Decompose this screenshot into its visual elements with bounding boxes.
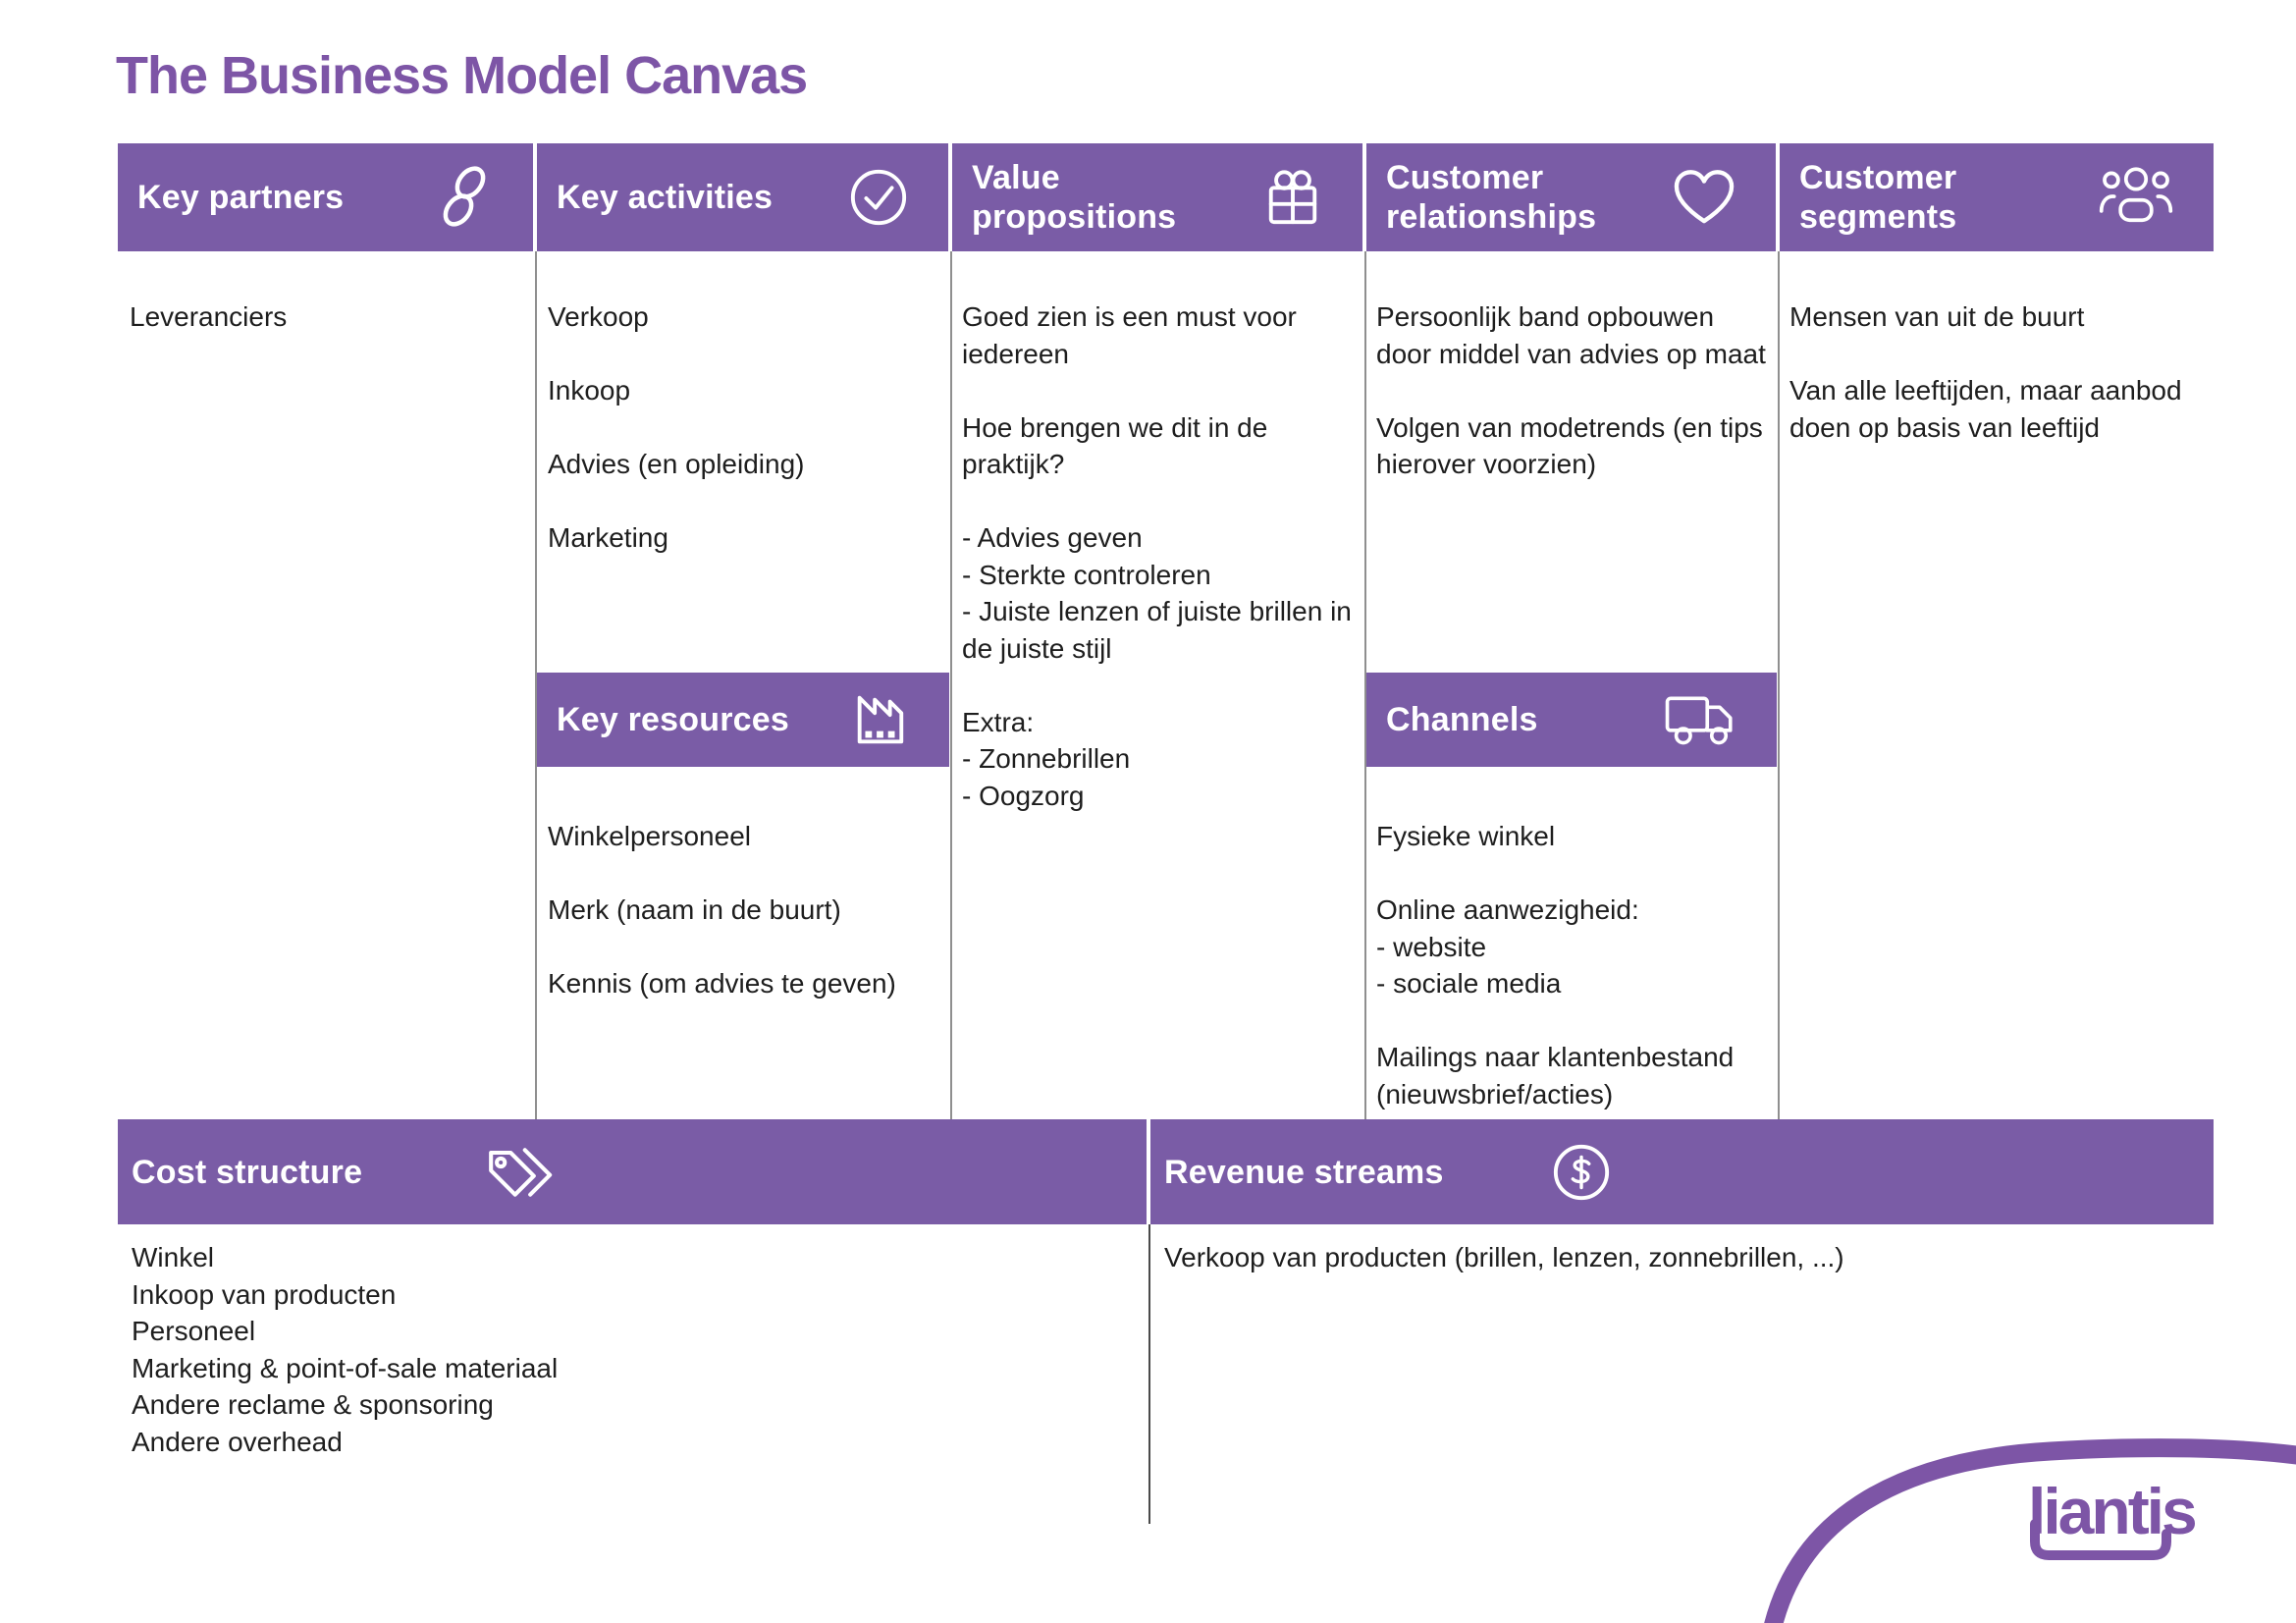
key-resources-label: Key resources: [557, 701, 789, 738]
customer-relationships-content: Persoonlijk band opbouwen door middel va…: [1376, 301, 1766, 479]
key-partners-header: Key partners: [118, 143, 533, 251]
value-propositions-header: Value propositions: [952, 143, 1362, 251]
key-partners-label: Key partners: [137, 179, 345, 216]
dollar-circle-icon: [1551, 1142, 1612, 1203]
revenue-streams-label: Revenue streams: [1164, 1153, 1444, 1191]
channels-label: Channels: [1386, 701, 1538, 738]
people-icon: [2098, 167, 2174, 228]
cost-structure-header: Cost structure: [118, 1119, 1147, 1224]
column-divider: [1778, 251, 1780, 1119]
column-divider: [950, 251, 952, 1119]
cost-structure-label: Cost structure: [132, 1153, 363, 1191]
channels-content: Fysieke winkel Online aanwezigheid: - we…: [1376, 821, 1735, 1109]
customer-relationships-header: Customer relationships: [1366, 143, 1776, 251]
value-propositions-label: Value propositions: [972, 159, 1177, 236]
key-activities-header: Key activities: [537, 143, 948, 251]
link-icon: [435, 161, 494, 234]
channels-header: Channels: [1366, 673, 1777, 767]
heart-icon: [1672, 168, 1736, 227]
gift-icon: [1262, 168, 1323, 227]
key-resources-content: Winkelpersoneel Merk (naam in de buurt) …: [548, 821, 896, 999]
revenue-streams-header: Revenue streams: [1150, 1119, 2214, 1224]
column-divider: [1364, 251, 1366, 1119]
check-circle-icon: [848, 167, 909, 228]
liantis-wordmark: liantis: [2028, 1475, 2195, 1547]
page-title: The Business Model Canvas: [116, 46, 808, 105]
key-activities-content: Verkoop Inkoop Advies (en opleiding) Mar…: [548, 301, 805, 553]
value-propositions-content: Goed zien is een must voor iedereen Hoe …: [962, 301, 1352, 811]
customer-segments-header: Customer segments: [1780, 143, 2214, 251]
key-activities-label: Key activities: [557, 179, 774, 216]
cost-revenue-divider: [1148, 1224, 1150, 1524]
tags-icon: [483, 1142, 561, 1203]
column-divider: [535, 251, 537, 1119]
factory-icon: [849, 690, 910, 749]
key-resources-header: Key resources: [537, 673, 949, 767]
cost-structure-content: Winkel Inkoop van producten Personeel Ma…: [132, 1242, 559, 1457]
truck-icon: [1663, 691, 1737, 748]
customer-segments-content: Mensen van uit de buurt Van alle leeftij…: [1789, 301, 2182, 443]
customer-segments-label: Customer segments: [1799, 159, 1957, 236]
liantis-logo: liantis: [2028, 1475, 2198, 1560]
revenue-streams-content: Verkoop van producten (brillen, lenzen, …: [1164, 1242, 1844, 1272]
key-partners-content: Leveranciers: [130, 301, 288, 332]
customer-relationships-label: Customer relationships: [1386, 159, 1597, 236]
logo-arc: [1764, 1438, 2296, 1623]
